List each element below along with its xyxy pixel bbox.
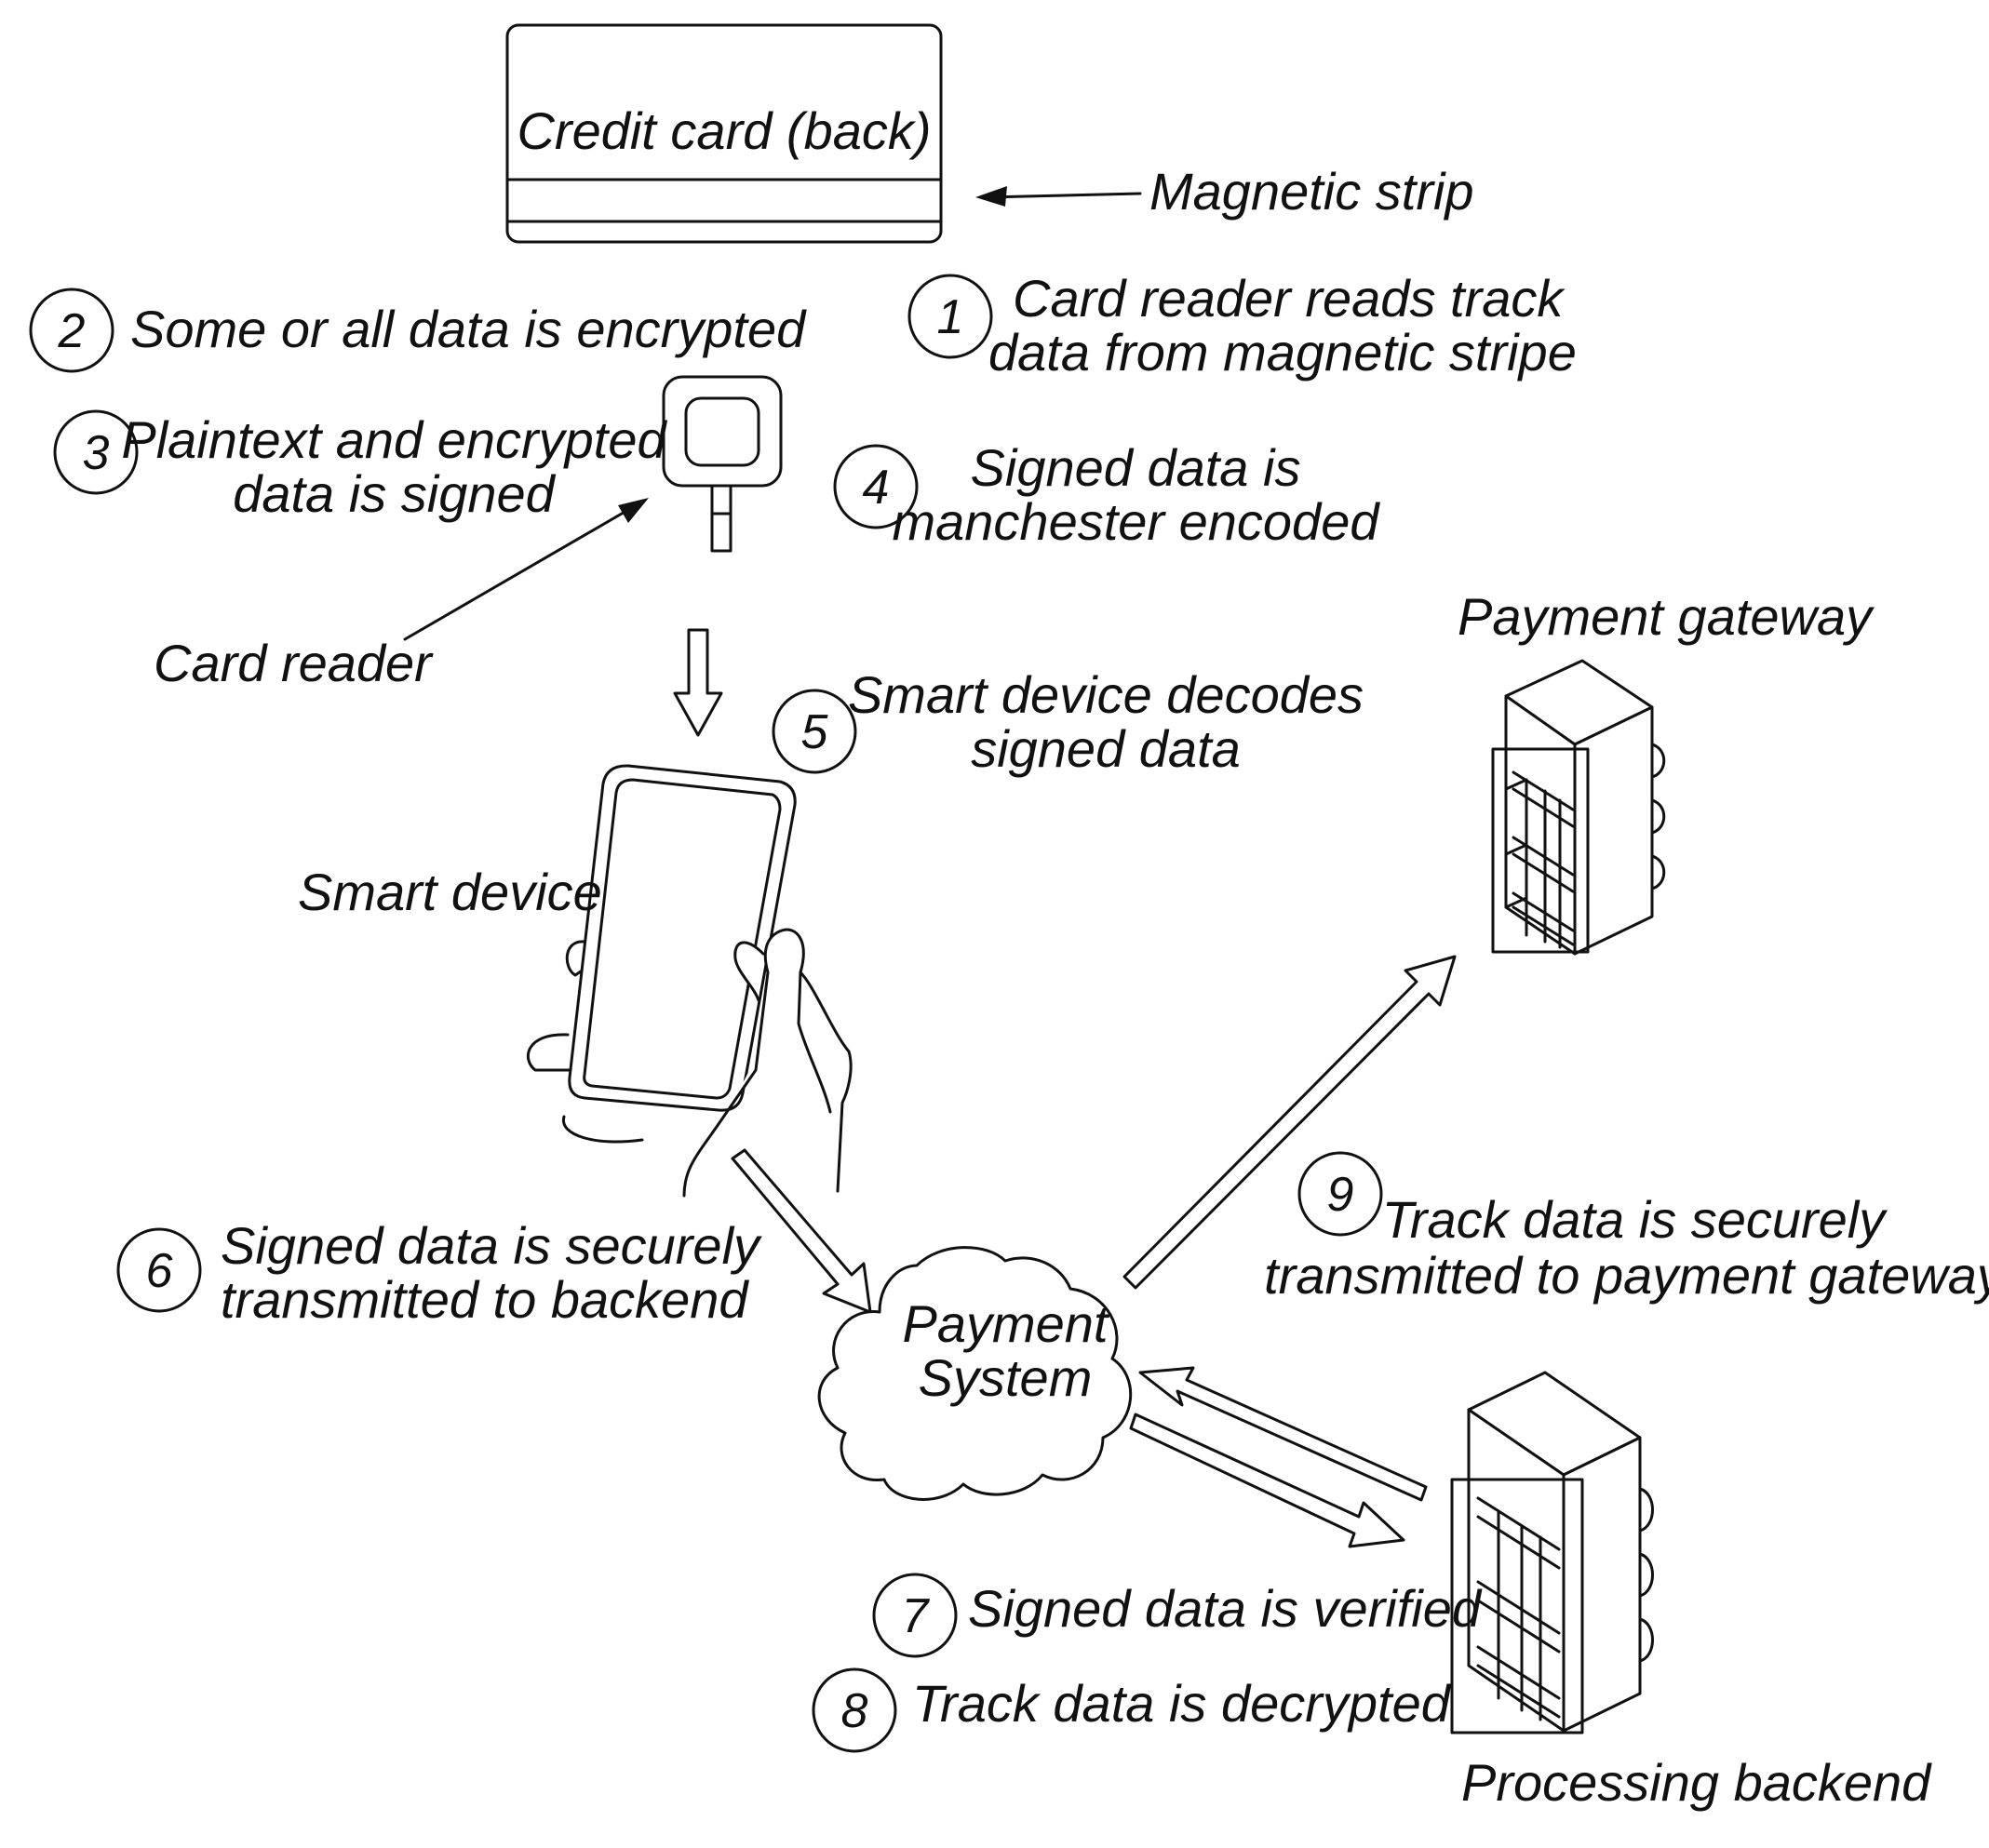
payment-gateway-server — [1493, 661, 1664, 954]
payment-gateway-label: Payment gateway — [1458, 587, 1875, 646]
step-1-line-2: data from magnetic stripe — [988, 323, 1577, 382]
step-7-line-1: Signed data is verified — [968, 1579, 1483, 1638]
step-3-line-2: data is signed — [233, 464, 556, 523]
step-9-number: 9 — [1327, 1168, 1354, 1222]
step-4-number: 4 — [863, 461, 890, 515]
processing-backend-server — [1452, 1373, 1653, 1733]
step-5: 5 Smart device decodes signed data — [773, 665, 1364, 778]
step-8-line-1: Track data is decrypted — [912, 1674, 1452, 1733]
step-1-line-1: Card reader reads track — [1013, 269, 1566, 328]
step-4: 4 Signed data is manchester encoded — [835, 438, 1380, 551]
arrowhead-icon — [618, 498, 649, 523]
step-2: 2 Some or all data is encrypted — [31, 289, 807, 371]
step-2-line-1: Some or all data is encrypted — [130, 300, 807, 358]
card-reader-label: Card reader — [154, 634, 434, 692]
processing-backend-label: Processing backend — [1461, 1753, 1932, 1812]
magnetic-strip-callout: Magnetic strip — [975, 162, 1474, 221]
step-7-number: 7 — [902, 1589, 931, 1643]
backend-to-system-arrow — [1140, 1368, 1426, 1500]
payment-system-line-1: Payment — [903, 1294, 1110, 1353]
reader-to-device-arrow — [675, 630, 721, 735]
step-2-number: 2 — [58, 304, 86, 358]
payment-system-line-2: System — [919, 1348, 1093, 1407]
step-6: 6 Signed data is securely transmitted to… — [118, 1216, 762, 1329]
smart-device — [528, 766, 851, 1196]
step-3-line-1: Plaintext and encrypted — [121, 410, 667, 469]
step-5-line-1: Smart device decodes — [848, 665, 1364, 724]
step-8: 8 Track data is decrypted — [813, 1669, 1452, 1751]
step-1: 1 Card reader reads track data from magn… — [909, 269, 1577, 382]
step-9-line-1: Track data is securely — [1382, 1190, 1888, 1249]
step-8-number: 8 — [841, 1684, 868, 1738]
step-1-number: 1 — [937, 290, 964, 344]
step-7: 7 Signed data is verified — [874, 1574, 1483, 1656]
credit-card-label: Credit card (back) — [517, 101, 931, 160]
step-4-line-1: Signed data is — [971, 438, 1301, 497]
step-4-line-2: manchester encoded — [892, 492, 1380, 551]
arrowhead-icon — [975, 186, 1007, 207]
step-6-number: 6 — [146, 1244, 173, 1298]
step-3-number: 3 — [83, 426, 110, 480]
step-9: 9 Track data is securely transmitted to … — [1264, 1153, 1989, 1305]
card-reader — [664, 377, 781, 551]
system-to-backend-arrow — [1131, 1414, 1404, 1547]
magnetic-strip-label: Magnetic strip — [1149, 162, 1474, 221]
step-5-number: 5 — [801, 705, 829, 759]
step-6-line-2: transmitted to backend — [221, 1270, 749, 1329]
smart-device-label: Smart device — [298, 863, 602, 921]
step-9-line-2: transmitted to payment gateway — [1264, 1246, 1989, 1305]
card-reader-callout: Card reader — [154, 498, 649, 692]
step-3: 3 Plaintext and encrypted data is signed — [55, 410, 667, 523]
credit-card: Credit card (back) — [507, 25, 941, 242]
step-6-line-1: Signed data is securely — [221, 1216, 762, 1275]
step-5-line-2: signed data — [971, 719, 1241, 778]
